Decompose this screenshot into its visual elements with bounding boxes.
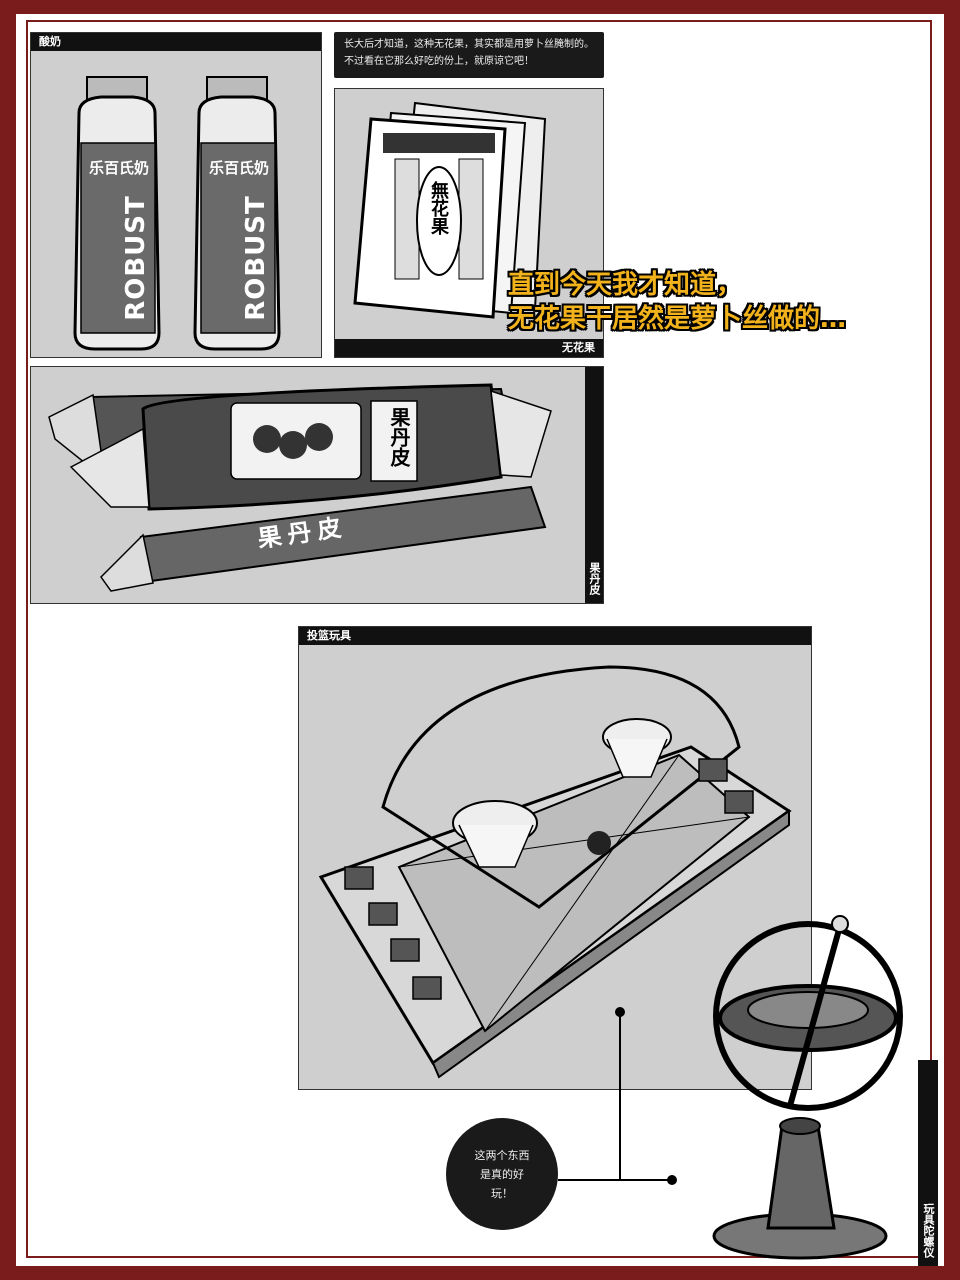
- toy-circle-caption: 这两个东西是真的好玩！: [446, 1118, 558, 1230]
- haw-panel: 果丹皮 果丹皮 果丹皮: [30, 366, 604, 604]
- fig-panel-label: 无花果: [335, 339, 603, 357]
- fig-note: 长大后才知道，这种无花果，其实都是用萝卜丝腌制的。不过看在它那么好吃的份上，就原…: [334, 32, 604, 78]
- overlay-caption: 直到今天我才知道， 无花果干居然是萝卜丝做的…: [508, 268, 846, 336]
- yogurt-bottles-illustration: [73, 76, 281, 351]
- fig-package-title: 無花果: [428, 181, 449, 235]
- haw-front-label: 果丹皮: [387, 407, 411, 467]
- fig-panel: 無花果 無花果 无花果: [334, 88, 604, 358]
- bottle-2-logo: ROBUST: [240, 195, 271, 321]
- overlay-caption-line-2: 无花果干居然是萝卜丝做的…: [508, 304, 847, 334]
- haw-panel-label: 果丹皮: [585, 367, 603, 603]
- bottle-1-logo: ROBUST: [120, 195, 151, 321]
- gyroscope-label: 玩具陀螺仪: [918, 1060, 938, 1266]
- bottle-1-brand: 乐百氏奶: [88, 159, 149, 177]
- basketball-panel: 投篮玩具: [298, 626, 812, 1090]
- yogurt-panel-title: 酸奶: [31, 33, 321, 51]
- yogurt-panel: 酸奶 乐百氏奶 乐百氏奶 ROBUST ROBUST: [30, 32, 322, 358]
- basketball-panel-title: 投篮玩具: [299, 627, 811, 645]
- overlay-caption-line-1: 直到今天我才知道，: [508, 270, 743, 300]
- fig-package-illustration: [353, 101, 547, 319]
- inner-frame: [26, 20, 932, 1258]
- basketball-toy-illustration: [318, 665, 792, 1079]
- gyroscope-illustration: [712, 915, 903, 1260]
- haw-rolls-illustration: [48, 383, 552, 592]
- bottle-2-brand: 乐百氏奶: [208, 159, 269, 177]
